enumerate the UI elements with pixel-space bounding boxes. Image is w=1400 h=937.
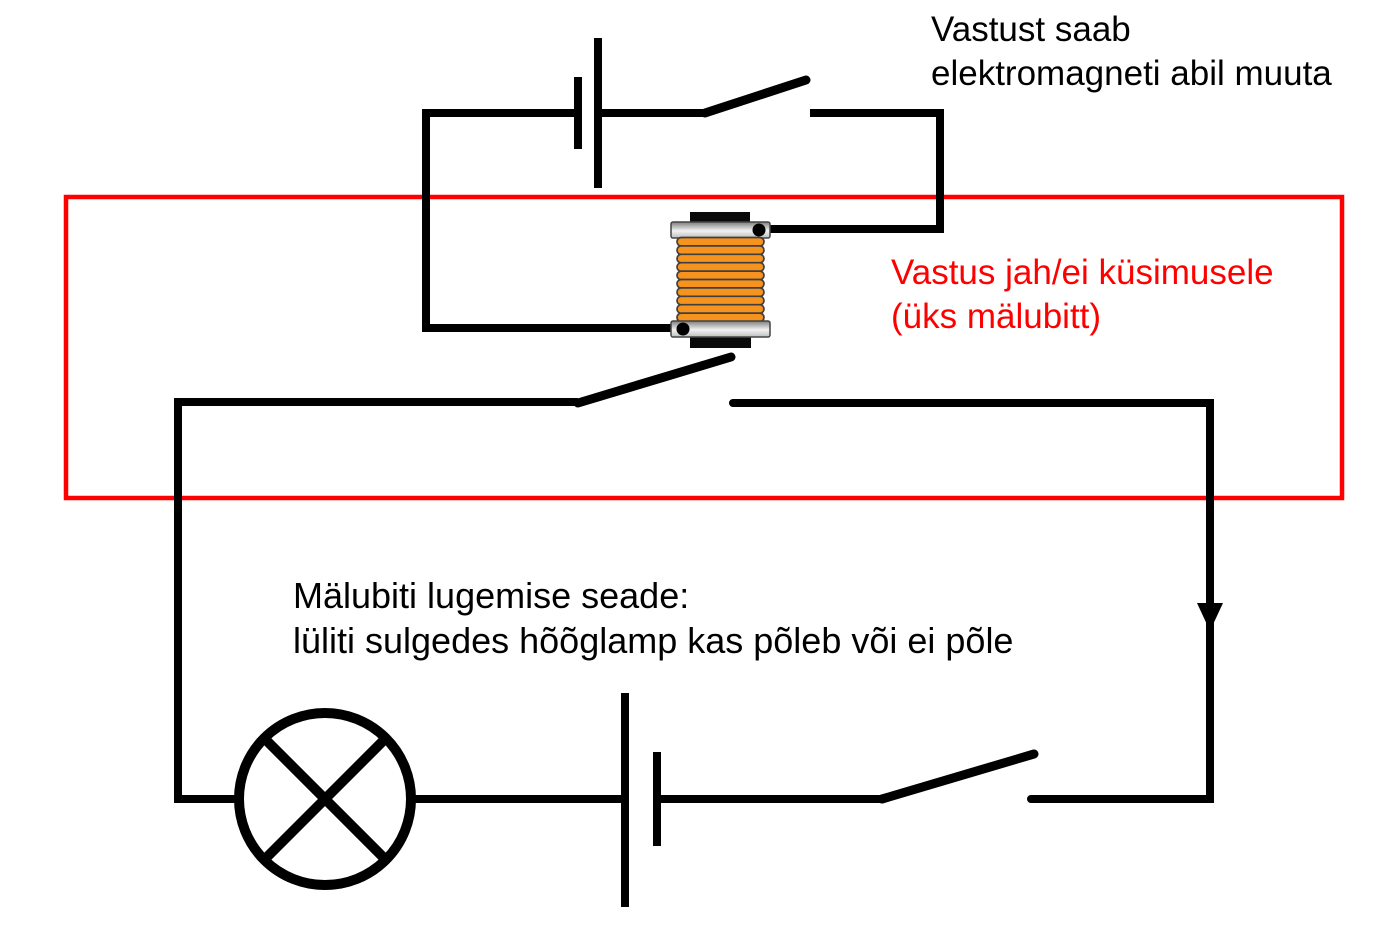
electromagnet-terminal-bottom (676, 322, 690, 336)
coil-turn (676, 245, 765, 256)
memory-region-box (63, 194, 1345, 501)
read-switch-blade (877, 749, 1039, 804)
coil-turn (676, 236, 765, 247)
memory-note: Vastus jah/ei küsimusele (üks mälubitt) (891, 251, 1274, 339)
write-circuit-wire-right (766, 109, 944, 233)
memory-switch-wire-right (729, 399, 1214, 803)
memory-note-line1: Vastus jah/ei küsimusele (891, 253, 1274, 292)
lamp-cross (260, 734, 390, 864)
coil-turn (676, 303, 765, 315)
write-note-line2: elektromagneti abil muuta (931, 54, 1332, 93)
electromagnet-winding (676, 236, 765, 323)
electromagnet-terminal-top (752, 223, 766, 237)
read-note: Mälubiti lugemise seade: lüliti sulgedes… (293, 573, 1013, 663)
electromagnet-core-bottom (690, 335, 751, 348)
coil-turn (676, 261, 765, 273)
coil-turn (676, 253, 765, 264)
coil-turn (676, 278, 765, 289)
coil-turn (676, 270, 765, 281)
write-note: Vastust saab elektromagneti abil muuta (931, 8, 1332, 96)
memory-switch-wire-left (174, 398, 578, 803)
write-circuit-wire-left (422, 109, 676, 332)
read-note-line2: lüliti sulgedes hõõglamp kas põleb või e… (293, 620, 1014, 661)
memory-switch-blade (573, 352, 736, 408)
write-switch-blade (700, 75, 811, 118)
read-note-line1: Mälubiti lugemise seade: (293, 575, 690, 616)
coil-turn (676, 295, 765, 306)
electromagnet-cap-bottom (670, 320, 771, 338)
coil-turn (676, 287, 765, 298)
write-note-line1: Vastust saab (931, 10, 1131, 49)
electromagnet (670, 212, 771, 348)
memory-note-line2: (üks mälubitt) (891, 297, 1102, 336)
current-direction-arrow (1197, 603, 1223, 631)
